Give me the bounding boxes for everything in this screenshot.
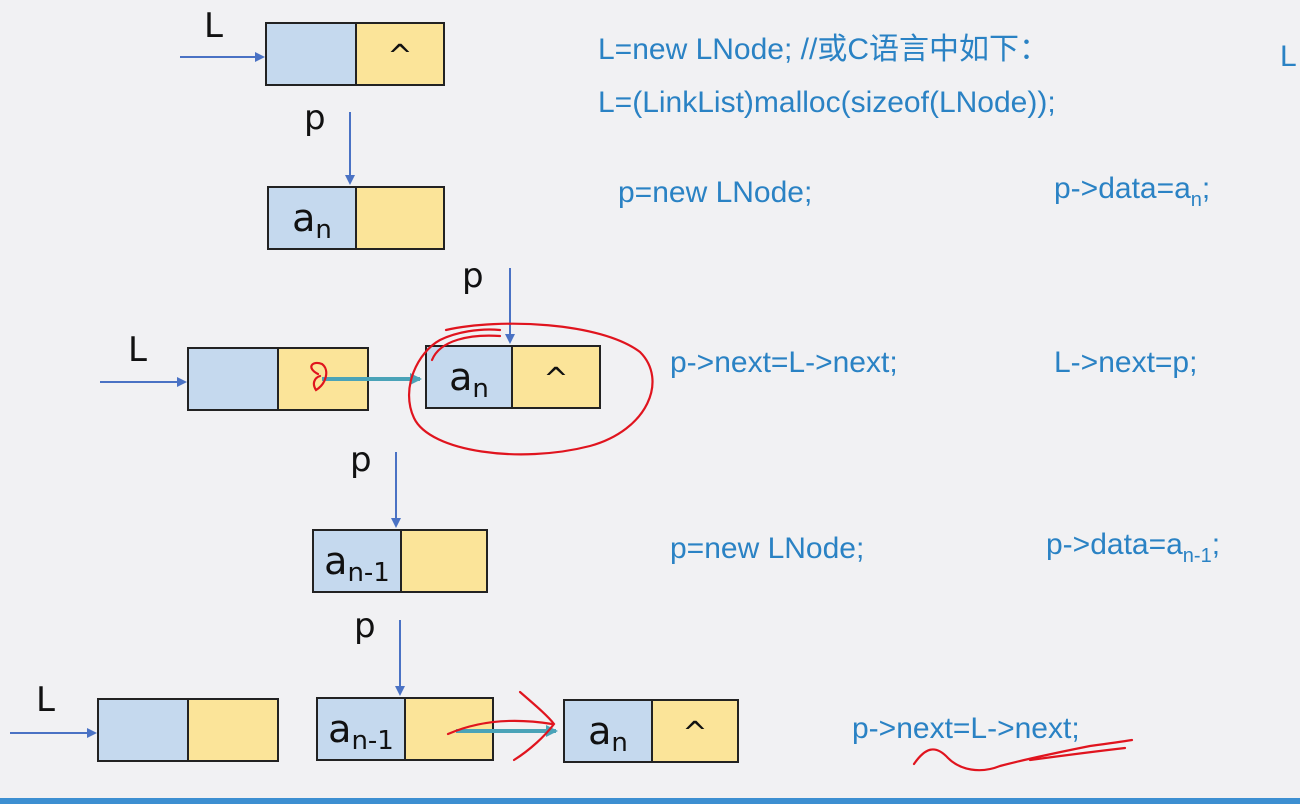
- new-node-an-pointer: [357, 188, 443, 248]
- bottom-accent-bar: [0, 798, 1300, 804]
- head-node-row3: [187, 347, 369, 411]
- label-p-row4: p: [350, 440, 372, 480]
- code-step3-head: L->next=p;: [1054, 346, 1198, 379]
- red-annotations: [310, 322, 1134, 772]
- head-node-row1: ^: [265, 22, 445, 86]
- label-L-row5: L: [36, 680, 55, 720]
- red-arrow-row5-head: [512, 690, 556, 762]
- null-pointer-symbol: ^: [543, 361, 569, 397]
- head-node-row5-pointer: [189, 700, 277, 760]
- code-step4-new: p=new LNode;: [670, 532, 865, 565]
- red-circle-node-an: [408, 322, 654, 456]
- code-step5-link: p->next=L->next;: [852, 712, 1080, 745]
- head-node-row1-pointer: ^: [357, 24, 443, 84]
- head-node-row5-data: [99, 700, 189, 760]
- code-step3-link: p->next=L->next;: [670, 346, 898, 379]
- code-edge-fragment: L: [1280, 40, 1297, 73]
- label-L-row3: L: [128, 330, 147, 370]
- red-arrow-row5: [446, 719, 554, 736]
- red-mark-head-pointer: [310, 361, 328, 392]
- red-underline-2: [1028, 746, 1127, 762]
- code-step4-data: p->data=an-1;: [1046, 528, 1221, 567]
- label-p-row5: p: [354, 606, 376, 646]
- node-an-row3-pointer: ^: [513, 347, 599, 407]
- code-step2-new: p=new LNode;: [618, 176, 813, 209]
- label-L-row1: L: [204, 6, 223, 46]
- null-pointer-symbol: ^: [387, 38, 413, 74]
- label-p-row1: p: [304, 98, 326, 138]
- null-pointer-symbol: ^: [682, 715, 708, 751]
- label-p-row3: p: [462, 256, 484, 296]
- head-node-row3-data: [189, 349, 279, 409]
- new-node-an-1-pointer: [402, 531, 486, 591]
- head-node-row5: [97, 698, 279, 762]
- red-underline-next: [912, 738, 1134, 772]
- node-an-row5-pointer: ^: [653, 701, 737, 761]
- head-node-row1-data: [267, 24, 357, 84]
- red-circle-inner: [430, 334, 502, 362]
- code-step2-data: p->data=an;: [1054, 172, 1211, 211]
- code-line-1: L=new LNode; //或C语言中如下：: [598, 33, 1049, 66]
- code-line-2: L=(LinkList)malloc(sizeof(LNode));: [598, 86, 1056, 119]
